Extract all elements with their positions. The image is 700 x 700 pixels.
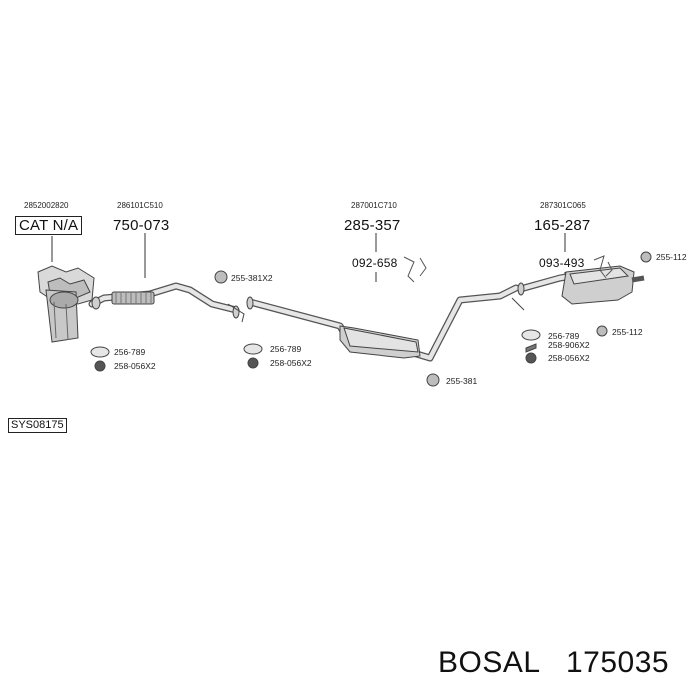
- gasket-icon: [90, 346, 110, 358]
- fitting-rubber-mount-front[interactable]: 255-381X2: [231, 273, 273, 283]
- middle-mount-shape: [403, 256, 427, 283]
- rear-mount-shape: [593, 255, 613, 279]
- fitting-gasket-1[interactable]: 256-789: [114, 347, 146, 357]
- fitting-gasket-2[interactable]: 256-789: [270, 344, 302, 354]
- rubber-mount-icon: [640, 251, 652, 263]
- front-pipe-shape: [88, 282, 240, 319]
- rubber-mount-icon: [596, 325, 608, 337]
- part-middle-silencer[interactable]: 285-357: [344, 217, 401, 234]
- fitting-rubber-mount-rear[interactable]: 255-112: [612, 327, 643, 337]
- fitting-rubber-mount-mid[interactable]: 255-381: [446, 376, 478, 386]
- gasket-icon: [243, 343, 263, 355]
- fitting-rubber-mount-rear-top[interactable]: 255-112: [656, 252, 687, 262]
- part-rear-silencer[interactable]: 165-287: [534, 217, 591, 234]
- system-code: SYS08175: [8, 418, 67, 433]
- fitting-bolt-1[interactable]: 258-056X2: [114, 361, 156, 371]
- bolt-icon: [525, 343, 537, 353]
- gasket-icon: [521, 329, 541, 341]
- nut-icon: [525, 352, 537, 364]
- fitting-gasket-3[interactable]: 256-789: [548, 331, 580, 341]
- part-rear-mount[interactable]: 093-493: [539, 256, 585, 270]
- catalyst-shape: [37, 265, 95, 343]
- fitting-bolt-2[interactable]: 258-056X2: [270, 358, 312, 368]
- oem-code-rear: 287301C065: [540, 201, 586, 210]
- article-number: 175035: [566, 646, 670, 679]
- bolt-icon: [94, 360, 106, 372]
- part-catalyst[interactable]: CAT N/A: [15, 216, 83, 235]
- middle-silencer-shape: [246, 284, 520, 362]
- rubber-mount-icon: [426, 373, 440, 387]
- oem-code-front-pipe: 286101C510: [117, 201, 163, 210]
- rear-silencer-shape: [517, 265, 645, 305]
- part-middle-mount[interactable]: 092-658: [352, 256, 398, 270]
- oem-code-middle: 287001C710: [351, 201, 397, 210]
- brand-name: BOSAL: [438, 646, 541, 679]
- part-front-pipe[interactable]: 750-073: [113, 217, 170, 234]
- fitting-nut-3[interactable]: 258-056X2: [548, 353, 590, 363]
- bolt-icon: [247, 357, 259, 369]
- oem-code-catalyst: 2852002820: [24, 201, 69, 210]
- fitting-bolt-3[interactable]: 258-906X2: [548, 340, 590, 350]
- rubber-mount-icon: [214, 270, 228, 284]
